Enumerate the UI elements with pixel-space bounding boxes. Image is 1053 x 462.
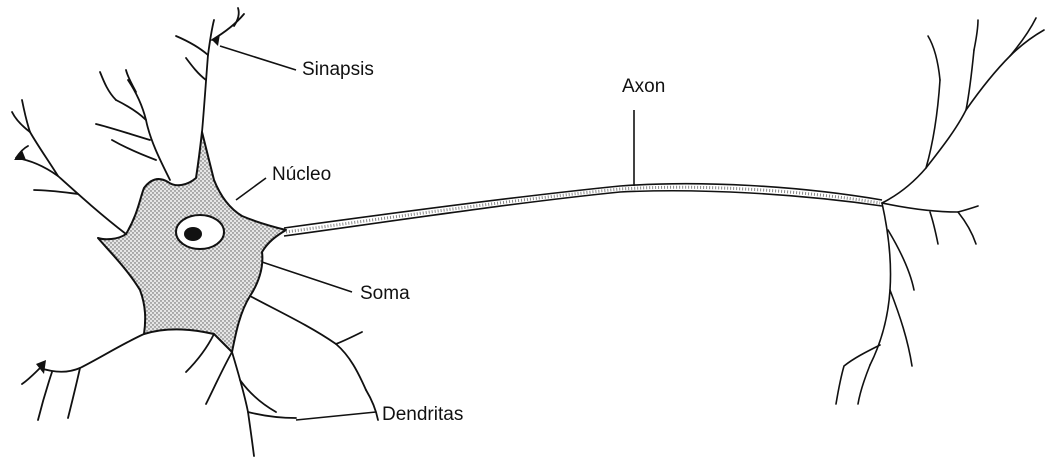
synapse-knob-top bbox=[212, 34, 220, 46]
label-dendritas: Dendritas bbox=[382, 405, 463, 424]
synapse-knob-lower-left bbox=[36, 360, 46, 374]
axon-lower bbox=[284, 191, 882, 236]
label-axon: Axon bbox=[622, 77, 665, 96]
leader-dendritas bbox=[296, 412, 376, 420]
leader-nucleo bbox=[236, 178, 266, 200]
leader-sinapsis bbox=[220, 46, 296, 70]
leader-soma bbox=[262, 262, 352, 292]
axon-upper bbox=[284, 184, 882, 228]
axon-terminals bbox=[836, 18, 1044, 404]
nucleolus bbox=[184, 227, 202, 241]
label-soma: Soma bbox=[360, 284, 410, 303]
label-nucleo: Núcleo bbox=[272, 165, 331, 184]
label-sinapsis: Sinapsis bbox=[302, 60, 374, 79]
axon-core bbox=[286, 187, 880, 232]
